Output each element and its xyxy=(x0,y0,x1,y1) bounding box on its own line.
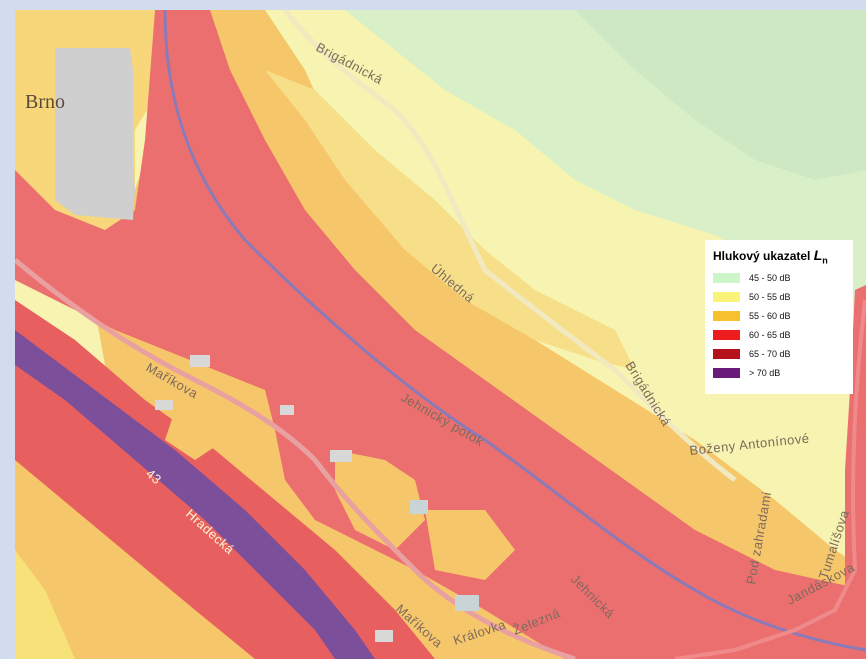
legend-swatch xyxy=(713,329,740,340)
legend-symbol: L xyxy=(813,247,823,263)
zone-upper-yellow xyxy=(265,70,635,370)
legend-swatch xyxy=(713,291,740,302)
zone-inner-orange-2 xyxy=(425,510,515,580)
zone-60-65-corridor xyxy=(15,10,866,659)
road-brigadnicka xyxy=(283,10,737,482)
building-6 xyxy=(455,595,479,611)
legend-item-label: 45 - 50 dB xyxy=(749,272,791,283)
legend-item-label: 65 - 70 dB xyxy=(749,348,791,359)
legend-item-label: 60 - 65 dB xyxy=(749,329,791,340)
legend-item: 55 - 60 dB xyxy=(713,306,845,325)
legend-item: 50 - 55 dB xyxy=(713,287,845,306)
map-canvas[interactable]: Brno Brigádnická Brigádnická Úhledná Mař… xyxy=(15,10,866,659)
building-4 xyxy=(330,450,352,462)
legend-swatch xyxy=(713,367,740,378)
zone-60-65-highway xyxy=(15,300,435,659)
zone-inner-orange-3 xyxy=(165,400,225,460)
building-1 xyxy=(190,355,210,367)
zone-45-50-inner xyxy=(575,10,866,180)
building-3 xyxy=(280,405,294,415)
city-label: Brno xyxy=(25,91,65,113)
legend-title-text: Hlukový ukazatel xyxy=(713,249,811,263)
road-right xyxy=(674,299,866,659)
legend-item-label: > 70 dB xyxy=(749,367,781,378)
zone-lower-left-yellow xyxy=(15,550,75,659)
legend-swatch xyxy=(713,348,740,359)
legend-item: 45 - 50 dB xyxy=(713,268,845,287)
legend-item: 65 - 70 dB xyxy=(713,344,845,363)
legend-item: > 70 dB xyxy=(713,363,845,382)
building-block xyxy=(55,48,135,220)
legend-subscript: n xyxy=(822,255,828,266)
noise-legend: Hlukový ukazatel Ln 45 - 50 dB 50 - 55 d… xyxy=(705,240,853,394)
legend-item: 60 - 65 dB xyxy=(713,325,845,344)
legend-title: Hlukový ukazatel Ln xyxy=(713,246,845,268)
railway-line xyxy=(163,10,866,652)
legend-swatch xyxy=(713,272,740,283)
building-7 xyxy=(375,630,393,642)
highway-band xyxy=(15,330,375,659)
noise-map[interactable]: Brno Brigádnická Brigádnická Úhledná Mař… xyxy=(15,10,866,659)
building-5 xyxy=(410,500,428,514)
legend-swatch xyxy=(713,310,740,321)
zone-inner-orange-1 xyxy=(335,450,425,550)
legend-item-label: 50 - 55 dB xyxy=(749,291,791,302)
legend-item-label: 55 - 60 dB xyxy=(749,310,791,321)
building-2 xyxy=(155,400,173,410)
